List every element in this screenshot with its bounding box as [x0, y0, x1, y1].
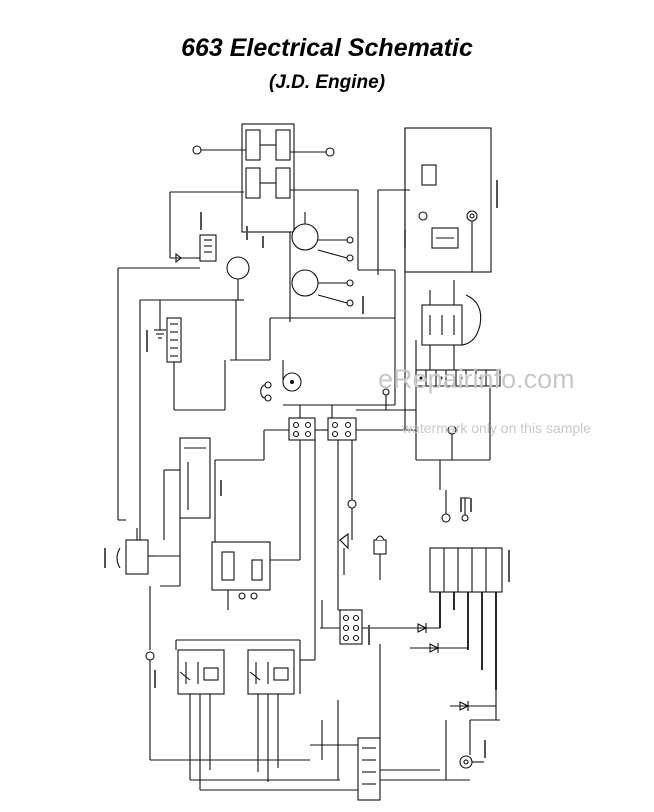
engine-sensor-block: [192, 123, 395, 271]
horn: [339, 532, 349, 575]
shift-lever-switch: [357, 737, 381, 801]
circuit-breaker-left: [260, 381, 272, 402]
center-harness: [224, 270, 396, 430]
seat-switch: [459, 755, 484, 769]
alternator: [199, 234, 217, 262]
watermark-site: eRepairinfo.com: [378, 364, 575, 394]
relay-box-right: [421, 280, 482, 370]
watermark-note: watermark only on this sample: [402, 420, 592, 436]
page-subtitle: (J.D. Engine): [268, 72, 386, 93]
label-ticks: [104, 180, 510, 758]
backup-alarm: [373, 535, 387, 580]
tachometer: [226, 256, 250, 301]
steer-select-switch: [238, 592, 258, 600]
lower-harness: [149, 694, 470, 791]
main-feed-wire: [169, 191, 244, 264]
starter-solenoid: [116, 528, 180, 575]
terminal-block-lower: [320, 609, 400, 738]
reverse-relay: [247, 649, 295, 695]
hydrostatic-switch-box: [377, 127, 492, 275]
battery: [166, 317, 225, 411]
lamp-lights: [441, 490, 470, 523]
starter-motor: [163, 437, 211, 540]
horn-button: [347, 499, 357, 540]
left-harness: [117, 267, 236, 557]
terminal-block-right: [327, 417, 357, 441]
steer-select-relay: [211, 541, 300, 610]
park-brake-switch: [382, 388, 390, 410]
transmission-switch-block: [429, 547, 503, 690]
page-title: 663 Electrical Schematic: [181, 34, 473, 62]
terminal-block-left: [288, 417, 316, 441]
terminal-strip: [415, 369, 501, 387]
fuel-sender: [291, 212, 354, 262]
ignition-switch: [282, 372, 302, 392]
oil-sender: [289, 232, 354, 322]
brake-light-switch: [439, 425, 457, 490]
start-button: [145, 651, 155, 700]
diode-array: [400, 623, 496, 711]
forward-relay: [177, 649, 225, 695]
